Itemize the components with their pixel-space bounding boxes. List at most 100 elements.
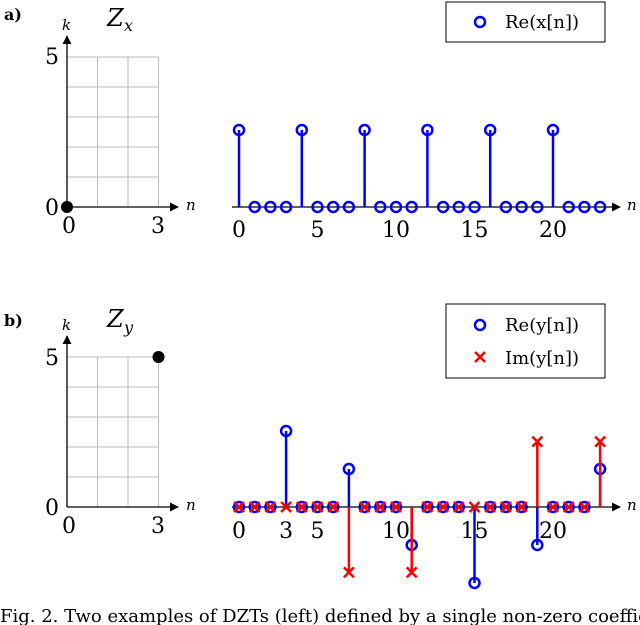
data-point-circle xyxy=(562,500,575,514)
data-point-cross xyxy=(500,501,512,513)
data-point-cross xyxy=(547,501,559,513)
data-point-cross xyxy=(374,501,387,513)
data-point-circle xyxy=(311,200,324,214)
data-point-cross xyxy=(437,501,449,513)
grid-a-ytick-0: 0 xyxy=(45,196,59,221)
data-point-circle xyxy=(468,200,481,214)
data-point-cross xyxy=(358,501,371,513)
stem-b-marks xyxy=(232,424,607,590)
grid-b-lines xyxy=(67,356,159,507)
data-point-circle xyxy=(326,200,340,214)
data-point-circle xyxy=(531,538,544,552)
grid-a-ytick-5: 5 xyxy=(45,45,59,70)
data-point-cross xyxy=(248,501,261,513)
tick-label: 20 xyxy=(539,218,567,243)
legend-a-entry-re: Re(x[n]) xyxy=(505,12,579,33)
data-point-circle xyxy=(342,462,356,476)
data-point-circle xyxy=(468,576,481,590)
panel-b-label: b) xyxy=(4,311,23,330)
panel-a-label: a) xyxy=(4,5,22,24)
data-point-circle xyxy=(436,500,450,514)
data-point-circle xyxy=(264,200,277,214)
data-point-circle xyxy=(279,424,293,438)
data-point-circle xyxy=(578,500,591,514)
grid-a-ylabel: k xyxy=(62,16,71,34)
tick-label: 10 xyxy=(382,218,410,243)
data-point-circle xyxy=(515,200,528,214)
grid-b-ylabel: k xyxy=(62,316,71,334)
data-point-circle xyxy=(483,123,497,137)
data-point-cross xyxy=(452,501,465,513)
tick-label: 0 xyxy=(232,218,246,243)
data-point-cross xyxy=(484,501,497,513)
data-point-cross xyxy=(311,501,324,513)
data-point-circle xyxy=(374,500,387,514)
stem-a-xlabel: n xyxy=(627,196,637,214)
data-point-circle xyxy=(436,200,450,214)
data-point-cross xyxy=(233,501,245,513)
data-point-circle xyxy=(421,500,434,514)
grid-b-ytick-0: 0 xyxy=(45,496,59,521)
data-point-circle xyxy=(342,200,356,214)
data-point-circle xyxy=(483,500,497,514)
data-point-circle xyxy=(295,500,309,514)
data-point-circle xyxy=(452,200,466,214)
legend-b-entry-im: Im(y[n]) xyxy=(505,348,579,369)
data-point-circle xyxy=(232,123,246,137)
legend-a: Re(x[n]) xyxy=(445,1,606,43)
tick-label: 20 xyxy=(539,519,567,544)
data-point-cross xyxy=(327,501,340,513)
legend-b-circle-icon xyxy=(473,318,487,332)
grid-a: k n Z x 5 0 0 3 xyxy=(45,4,196,239)
grid-a-lines xyxy=(67,56,159,207)
data-point-circle xyxy=(279,200,293,214)
data-point-circle xyxy=(452,500,466,514)
data-point-cross xyxy=(264,501,277,513)
data-point-cross xyxy=(578,501,591,513)
grid-b-title: Z xyxy=(106,305,125,333)
stem-b-xlabel: n xyxy=(627,496,637,514)
data-point-cross xyxy=(515,501,528,513)
tick-label: 10 xyxy=(382,519,410,544)
legend-b-box xyxy=(445,303,606,379)
data-point-circle xyxy=(546,123,560,137)
data-point-circle xyxy=(578,200,591,214)
grid-b-xtick-0: 0 xyxy=(62,514,76,539)
data-point-circle xyxy=(358,123,371,137)
data-point-circle xyxy=(374,200,387,214)
data-point-circle xyxy=(562,200,575,214)
data-point-cross xyxy=(562,501,575,513)
data-point-circle xyxy=(546,500,560,514)
tick-label: 15 xyxy=(461,519,489,544)
data-point-circle xyxy=(515,500,528,514)
figure-caption: Fig. 2. Two examples of DZTs (left) defi… xyxy=(0,606,640,625)
data-point-circle xyxy=(531,200,544,214)
grid-a-xtick-0: 0 xyxy=(62,214,76,239)
data-point-cross xyxy=(421,501,434,513)
grid-b-xtick-3: 3 xyxy=(151,514,165,539)
data-point-circle xyxy=(248,500,261,514)
data-point-cross xyxy=(531,435,544,448)
grid-b-point xyxy=(152,351,165,363)
legend-a-box xyxy=(445,1,606,43)
data-point-circle xyxy=(326,500,340,514)
tick-label: 3 xyxy=(279,519,293,544)
data-point-circle xyxy=(593,200,607,214)
grid-a-point xyxy=(61,201,73,213)
data-point-circle xyxy=(264,500,277,514)
data-point-circle xyxy=(295,123,309,137)
grid-b-ytick-5: 5 xyxy=(45,346,59,371)
data-point-circle xyxy=(311,500,324,514)
tick-label: 5 xyxy=(311,519,325,544)
data-point-cross xyxy=(280,501,292,513)
data-point-cross xyxy=(390,501,402,513)
data-point-circle xyxy=(499,200,513,214)
data-point-circle xyxy=(405,200,418,214)
data-point-circle xyxy=(389,500,403,514)
